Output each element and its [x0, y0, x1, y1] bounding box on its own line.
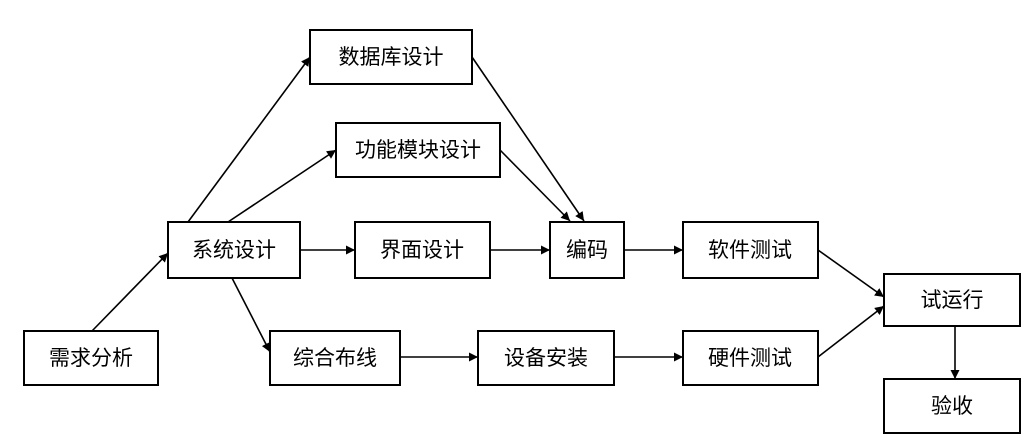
- node-label-yingjian: 硬件测试: [708, 346, 792, 370]
- node-gongneng: 功能模块设计: [335, 122, 501, 178]
- node-shujuku: 数据库设计: [309, 29, 473, 85]
- node-label-gongneng: 功能模块设计: [355, 138, 481, 162]
- edge-ruanjian-shiyunxing: [817, 249, 885, 298]
- node-shebei: 设备安装: [477, 330, 615, 386]
- node-label-xuqiu: 需求分析: [49, 346, 133, 370]
- edge-gongneng-bianma: [499, 149, 571, 222]
- node-xuqiu: 需求分析: [23, 330, 159, 386]
- node-label-shebei: 设备安装: [504, 346, 588, 370]
- node-label-shiyunxing: 试运行: [921, 288, 984, 312]
- node-label-shujuku: 数据库设计: [339, 45, 444, 69]
- node-label-ruanjian: 软件测试: [708, 238, 792, 262]
- edge-xitong-gongneng: [227, 149, 337, 223]
- node-ruanjian: 软件测试: [682, 221, 819, 279]
- edge-shujuku-bianma: [471, 56, 585, 222]
- edge-xitong-shujuku: [187, 56, 311, 223]
- edges: [91, 56, 960, 379]
- edge-xitong-zonghe: [231, 277, 271, 353]
- node-xitong: 系统设计: [167, 221, 301, 279]
- node-jiemian: 界面设计: [354, 221, 491, 279]
- node-shiyunxing: 试运行: [883, 273, 1021, 327]
- node-yanshou: 验收: [883, 378, 1021, 434]
- node-label-bianma: 编码: [566, 238, 608, 262]
- node-label-yanshou: 验收: [931, 394, 973, 418]
- node-label-jiemian: 界面设计: [380, 238, 464, 262]
- edge-xuqiu-xitong: [91, 252, 169, 332]
- node-zonghe: 综合布线: [269, 330, 401, 386]
- node-label-xitong: 系统设计: [192, 238, 276, 262]
- node-bianma: 编码: [549, 221, 625, 279]
- edge-yingjian-shiyunxing: [817, 305, 885, 358]
- node-yingjian: 硬件测试: [682, 330, 819, 386]
- node-label-zonghe: 综合布线: [293, 346, 377, 370]
